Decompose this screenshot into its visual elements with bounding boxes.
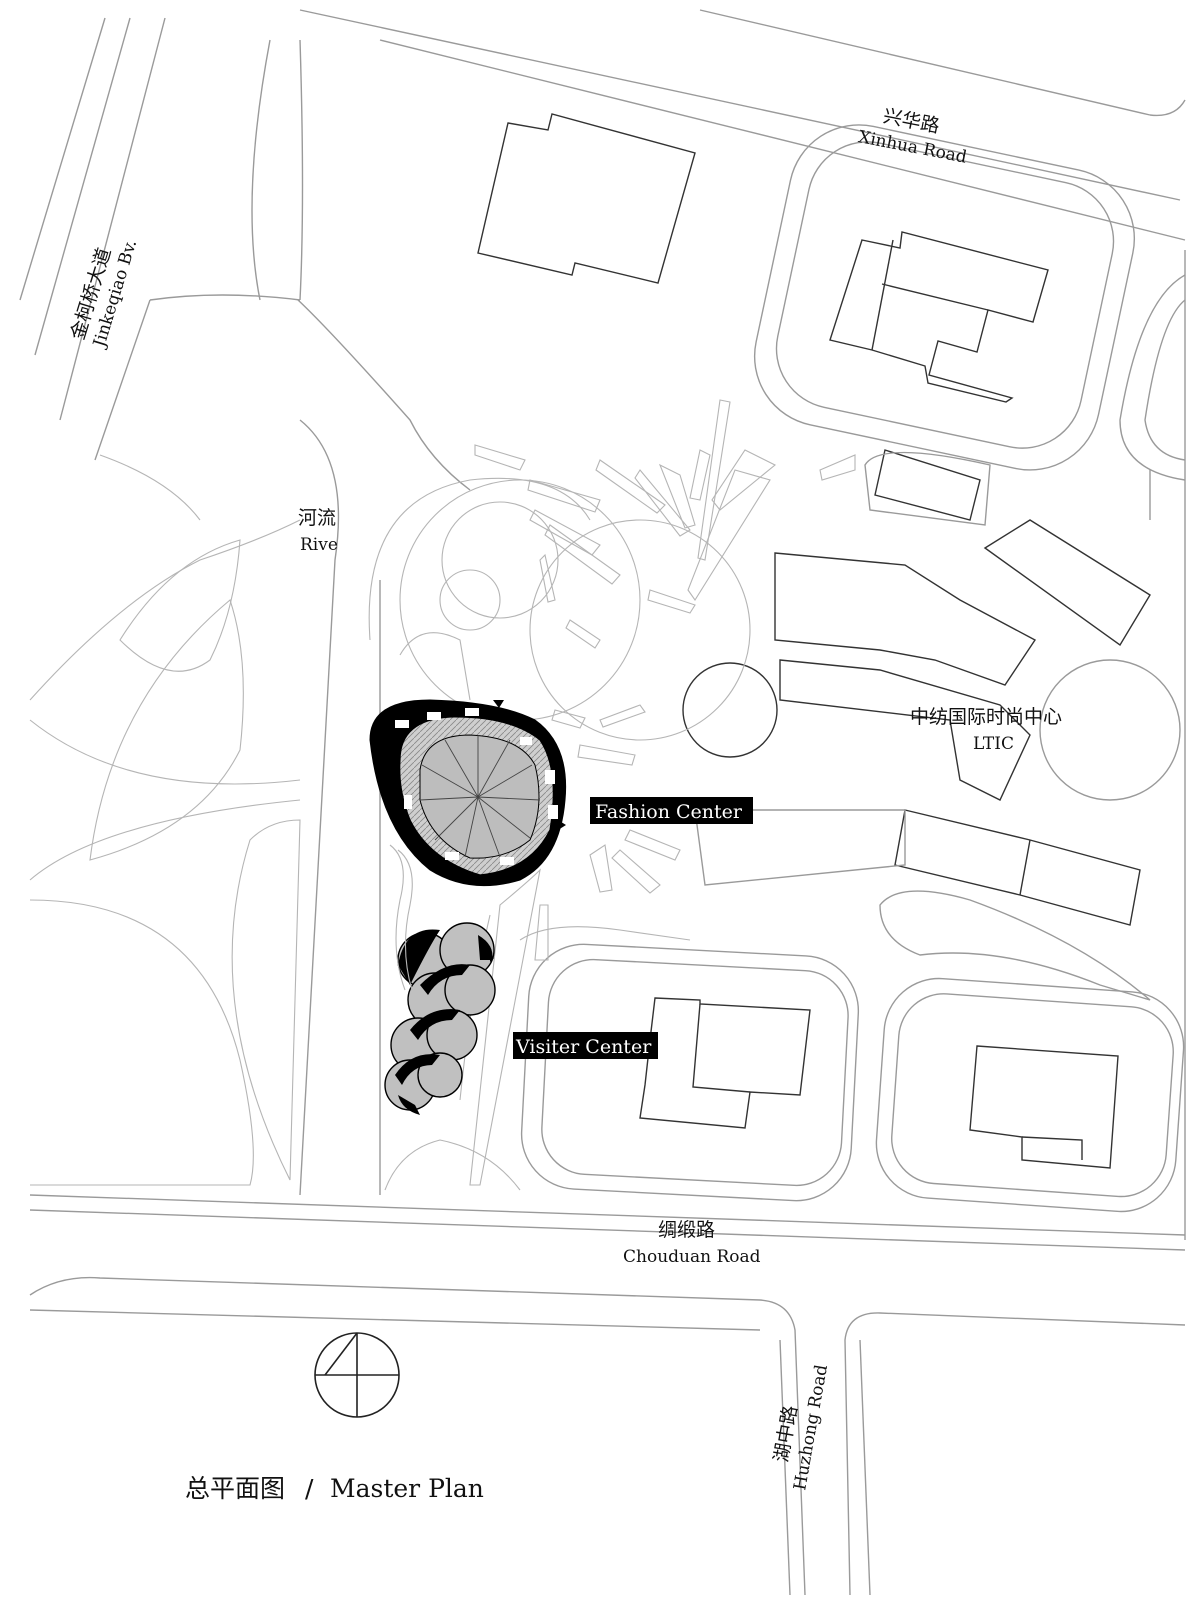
building-south-2 bbox=[969, 1045, 1119, 1169]
label-chouduan-en: Chouduan Road bbox=[623, 1247, 761, 1267]
label-river-cn: 河流 bbox=[298, 507, 336, 529]
title-cn: 总平面图 bbox=[185, 1474, 285, 1503]
visitor-center-label: Visiter Center bbox=[515, 1036, 652, 1058]
title-en: Master Plan bbox=[330, 1474, 484, 1503]
building-north bbox=[477, 113, 696, 284]
label-ltic-cn: 中纺国际时尚中心 bbox=[910, 706, 1062, 728]
visitor-center-label-bg bbox=[513, 1032, 658, 1059]
building-ltic-1 bbox=[774, 552, 1037, 686]
label-river-en: Rive bbox=[300, 535, 338, 555]
north-arrow-icon bbox=[314, 1332, 400, 1418]
visitor-center-building bbox=[384, 844, 496, 1115]
page-title: 总平面图 / Master Plan bbox=[185, 1474, 484, 1503]
buildings bbox=[477, 113, 1186, 1213]
fashion-center-building bbox=[369, 699, 567, 887]
label-ltic-en: LTIC bbox=[973, 734, 1014, 754]
fashion-center-label-bg bbox=[590, 797, 753, 824]
building-xinhua-block bbox=[829, 231, 1049, 403]
label-xinhua-en: Xinhua Road bbox=[857, 127, 969, 168]
fashion-center-label: Fashion Center bbox=[595, 801, 743, 823]
title-separator: / bbox=[305, 1474, 314, 1503]
road-network bbox=[19, 9, 1186, 1596]
label-chouduan-cn: 绸缎路 bbox=[658, 1219, 715, 1241]
